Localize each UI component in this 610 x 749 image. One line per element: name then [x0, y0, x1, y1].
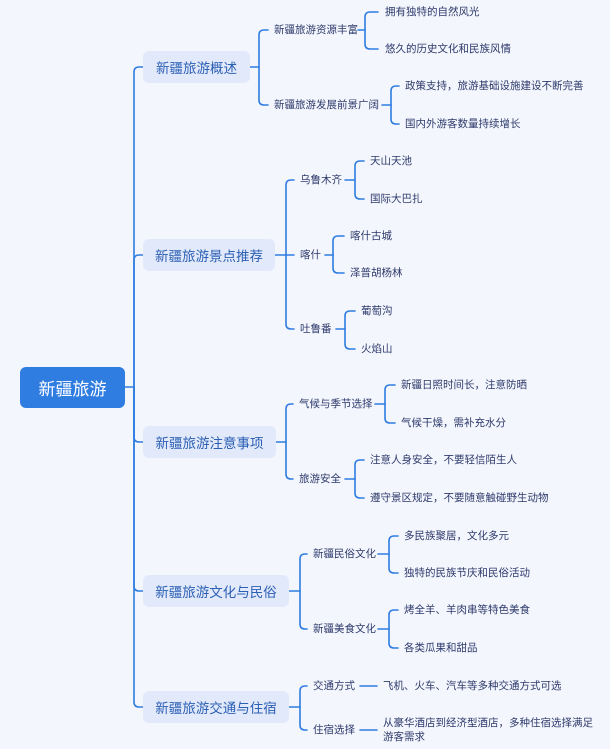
- connector-line: [364, 11, 379, 31]
- branch-node-culture[interactable]: 新疆旅游文化与民俗: [143, 575, 289, 607]
- connector-line: [388, 609, 399, 630]
- connector-line: [364, 29, 379, 50]
- sub-node[interactable]: 乌鲁木齐: [300, 174, 342, 186]
- leaf-node[interactable]: 国际大巴扎: [370, 193, 423, 205]
- connector-line: [388, 628, 399, 649]
- sub-node[interactable]: 气候与季节选择: [299, 398, 373, 410]
- connector-line: [332, 254, 345, 274]
- leaf-node[interactable]: 飞机、火车、汽车等多种交通方式可选: [383, 680, 562, 692]
- leaf-node[interactable]: 政策支持，旅游基础设施建设不断完善: [405, 80, 584, 92]
- leaf-node[interactable]: 拥有独特的自然风光: [385, 6, 480, 18]
- connector-line: [258, 66, 269, 106]
- leaf-node[interactable]: 各类瓜果和甜品: [404, 642, 478, 654]
- sub-node[interactable]: 住宿选择: [313, 724, 355, 736]
- connector-line: [133, 386, 144, 708]
- connector-line: [299, 553, 308, 592]
- connector-line: [384, 403, 396, 424]
- connector-line: [133, 386, 144, 592]
- connector-line: [344, 310, 356, 330]
- branch-node-attractions[interactable]: 新疆旅游景点推荐: [143, 239, 275, 271]
- leaf-node[interactable]: 天山天池: [370, 155, 412, 167]
- connector-line: [354, 160, 365, 181]
- leaf-node[interactable]: 国内外游客数量持续增长: [405, 118, 521, 130]
- connector-line: [299, 706, 308, 731]
- connector-line: [354, 478, 365, 499]
- leaf-node[interactable]: 葡萄沟: [361, 305, 393, 317]
- leaf-node[interactable]: 遵守景区规定，不要随意触碰野生动物: [370, 492, 549, 504]
- connector-line: [344, 328, 356, 350]
- leaf-node[interactable]: 从豪华酒店到经济型酒店，多种住宿选择满足游客需求: [383, 717, 593, 743]
- leaf-node[interactable]: 悠久的历史文化和民族风情: [385, 43, 511, 55]
- branch-node-overview[interactable]: 新疆旅游概述: [143, 51, 250, 83]
- sub-node[interactable]: 新疆旅游资源丰富: [274, 24, 358, 36]
- connector-line: [354, 179, 365, 200]
- connector-line: [384, 384, 396, 405]
- connector-line: [390, 85, 400, 106]
- connector-line: [285, 403, 294, 443]
- connector-line: [354, 459, 365, 480]
- leaf-node[interactable]: 气候干燥，需补充水分: [401, 417, 506, 429]
- leaf-node[interactable]: 泽普胡杨林: [350, 267, 403, 279]
- connector-line: [133, 254, 144, 388]
- connector-line: [133, 386, 144, 443]
- sub-node[interactable]: 旅游安全: [299, 473, 341, 485]
- connector-line: [388, 553, 399, 574]
- connector-line: [299, 590, 308, 630]
- branch-node-transport[interactable]: 新疆旅游交通与住宿: [143, 691, 289, 723]
- sub-node[interactable]: 新疆民俗文化: [313, 548, 376, 560]
- connector-line: [332, 235, 345, 256]
- connector-line: [390, 104, 400, 125]
- connector-line: [133, 66, 144, 388]
- leaf-node[interactable]: 喀什古城: [350, 230, 392, 242]
- connector-line: [285, 254, 295, 330]
- leaf-node[interactable]: 多民族聚居，文化多元: [404, 530, 509, 542]
- root-node[interactable]: 新疆旅游: [20, 367, 125, 408]
- leaf-node[interactable]: 独特的民族节庆和民俗活动: [404, 567, 530, 579]
- sub-node[interactable]: 新疆美食文化: [313, 623, 376, 635]
- sub-node[interactable]: 吐鲁番: [300, 323, 332, 335]
- connector-line: [299, 685, 308, 708]
- connector-line: [285, 441, 294, 480]
- leaf-node[interactable]: 新疆日照时间长，注意防晒: [401, 379, 527, 391]
- leaf-node[interactable]: 烤全羊、羊肉串等特色美食: [404, 604, 530, 616]
- leaf-node[interactable]: 火焰山: [361, 343, 393, 355]
- leaf-node[interactable]: 注意人身安全，不要轻信陌生人: [370, 454, 517, 466]
- sub-node[interactable]: 交通方式: [313, 680, 355, 692]
- connector-line: [258, 29, 269, 68]
- sub-node[interactable]: 喀什: [300, 249, 321, 261]
- connector-line: [285, 179, 295, 256]
- sub-node[interactable]: 新疆旅游发展前景广阔: [274, 99, 379, 111]
- branch-node-precautions[interactable]: 新疆旅游注意事项: [143, 426, 276, 458]
- connector-line: [388, 535, 399, 555]
